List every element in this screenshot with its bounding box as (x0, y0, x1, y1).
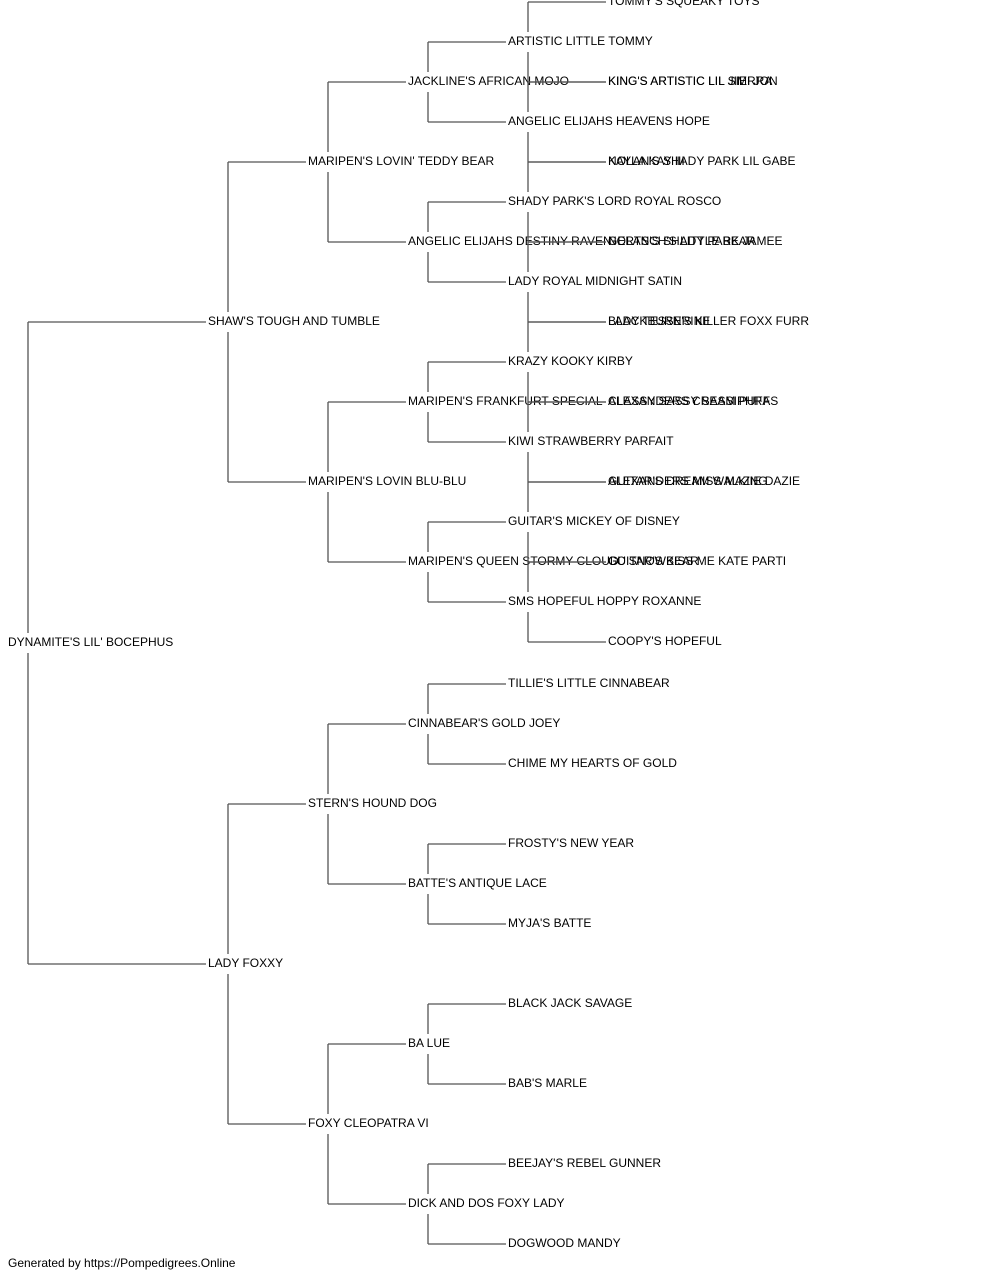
sire-sire-dam-dam-dam: LADY TESSERINE (608, 314, 710, 328)
sire-dam-sire-sire: KRAZY KOOKY KIRBY (508, 354, 633, 368)
sire-dam-dam-sire-sire: GUITAR'S DREAM WALKING (608, 474, 768, 488)
sire-dam-dam-dam-sire: CC SNOWBEAR (608, 554, 699, 568)
sire-dam-dam-sire: GUITAR'S MICKEY OF DISNEY (508, 514, 680, 528)
dam: LADY FOXXY (208, 956, 283, 970)
sire-sire-dam-sire-dam: NOLAN'S SHADY PARK JAMEE (608, 234, 783, 248)
dam-dam-sire: BA LUE (408, 1036, 450, 1050)
sire-dam-sire-sire-sire: BLACKBURN'S KILLER FOXX FURR (608, 314, 809, 328)
dam-dam-sire-dam: BAB'S MARLE (508, 1076, 587, 1090)
sire-sire-sire-dam-dam: KAYLA KAY III (608, 154, 685, 168)
sire-sire-dam-dam-sire: GERTSCH'S LITTLE BEAR (608, 234, 756, 248)
sire-sire-dam-sire: SHADY PARK'S LORD ROYAL ROSCO (508, 194, 721, 208)
sire-dam-dam-dam-dam: COOPY'S HOPEFUL (608, 634, 722, 648)
dam-sire-dam: BATTE'S ANTIQUE LACE (408, 876, 547, 890)
sire-sire-dam: ANGELIC ELIJAHS DESTINY RAVEN (408, 234, 612, 248)
sire-dam-sire-dam-dam: ALEXANDERS MISS MAZIE DAZIE (608, 474, 800, 488)
sire-sire-sire-dam: ANGELIC ELIJAHS HEAVENS HOPE (508, 114, 710, 128)
dam-dam-sire-sire: BLACK JACK SAVAGE (508, 996, 632, 1010)
sire-sire: MARIPEN'S LOVIN' TEDDY BEAR (308, 154, 495, 168)
dam-sire-dam-sire: FROSTY'S NEW YEAR (508, 836, 634, 850)
dam-sire-sire: CINNABEAR'S GOLD JOEY (408, 716, 560, 730)
dam-sire-dam-dam: MYJA'S BATTE (508, 916, 591, 930)
sire-dam-sire-dam-sire: ALEXANDERS CREAM PUFF (608, 394, 770, 408)
sire-sire-sire-sire-dam: KING'S ARTISTIC LIL SIERRA (608, 74, 772, 88)
sire-dam-dam-dam: SMS HOPEFUL HOPPY ROXANNE (508, 594, 701, 608)
sire-sire-sire: JACKLINE'S AFRICAN MOJO (408, 74, 569, 88)
dam-dam-dam-dam: DOGWOOD MANDY (508, 1236, 621, 1250)
dam-dam: FOXY CLEOPATRA VI (308, 1116, 429, 1130)
footer-credit: Generated by https://Pompedigrees.Online (8, 1256, 236, 1270)
sire-sire-sire-sire: ARTISTIC LITTLE TOMMY (508, 34, 653, 48)
sire-dam-sire-dam: KIWI STRAWBERRY PARFAIT (508, 434, 674, 448)
dam-dam-dam-sire: BEEJAY'S REBEL GUNNER (508, 1156, 661, 1170)
sire-dam-dam: MARIPEN'S QUEEN STORMY CLOUD (408, 554, 619, 568)
sire-dam-sire-sire-dam: CLASSY SASSY SASSIPHRAS (608, 394, 778, 408)
subject-name: DYNAMITE'S LIL' BOCEPHUS (8, 635, 173, 649)
sire-sire-sire-dam-sire: KING'S ARTISTIC LIL JIMI JON (608, 74, 778, 88)
sire-dam-sire: MARIPEN'S FRANKFURT SPECIAL (408, 394, 603, 408)
sire-dam: MARIPEN'S LOVIN BLU-BLU (308, 474, 466, 488)
sire-sire-sire-sire-sire: TOMMY'S SQUEAKY TOYS (608, 0, 759, 8)
dam-sire-sire-sire: TILLIE'S LITTLE CINNABEAR (508, 676, 670, 690)
dam-dam-dam: DICK AND DOS FOXY LADY (408, 1196, 565, 1210)
sire-dam-dam-sire-dam: GUITAR'S KISS ME KATE PARTI (608, 554, 786, 568)
dam-sire-sire-dam: CHIME MY HEARTS OF GOLD (508, 756, 677, 770)
dam-sire: STERN'S HOUND DOG (308, 796, 437, 810)
sire-sire-dam-sire-sire: NOLAN'S SHADY PARK LIL GABE (608, 154, 795, 168)
sire: SHAW'S TOUGH AND TUMBLE (208, 314, 380, 328)
sire-sire-dam-dam: LADY ROYAL MIDNIGHT SATIN (508, 274, 682, 288)
